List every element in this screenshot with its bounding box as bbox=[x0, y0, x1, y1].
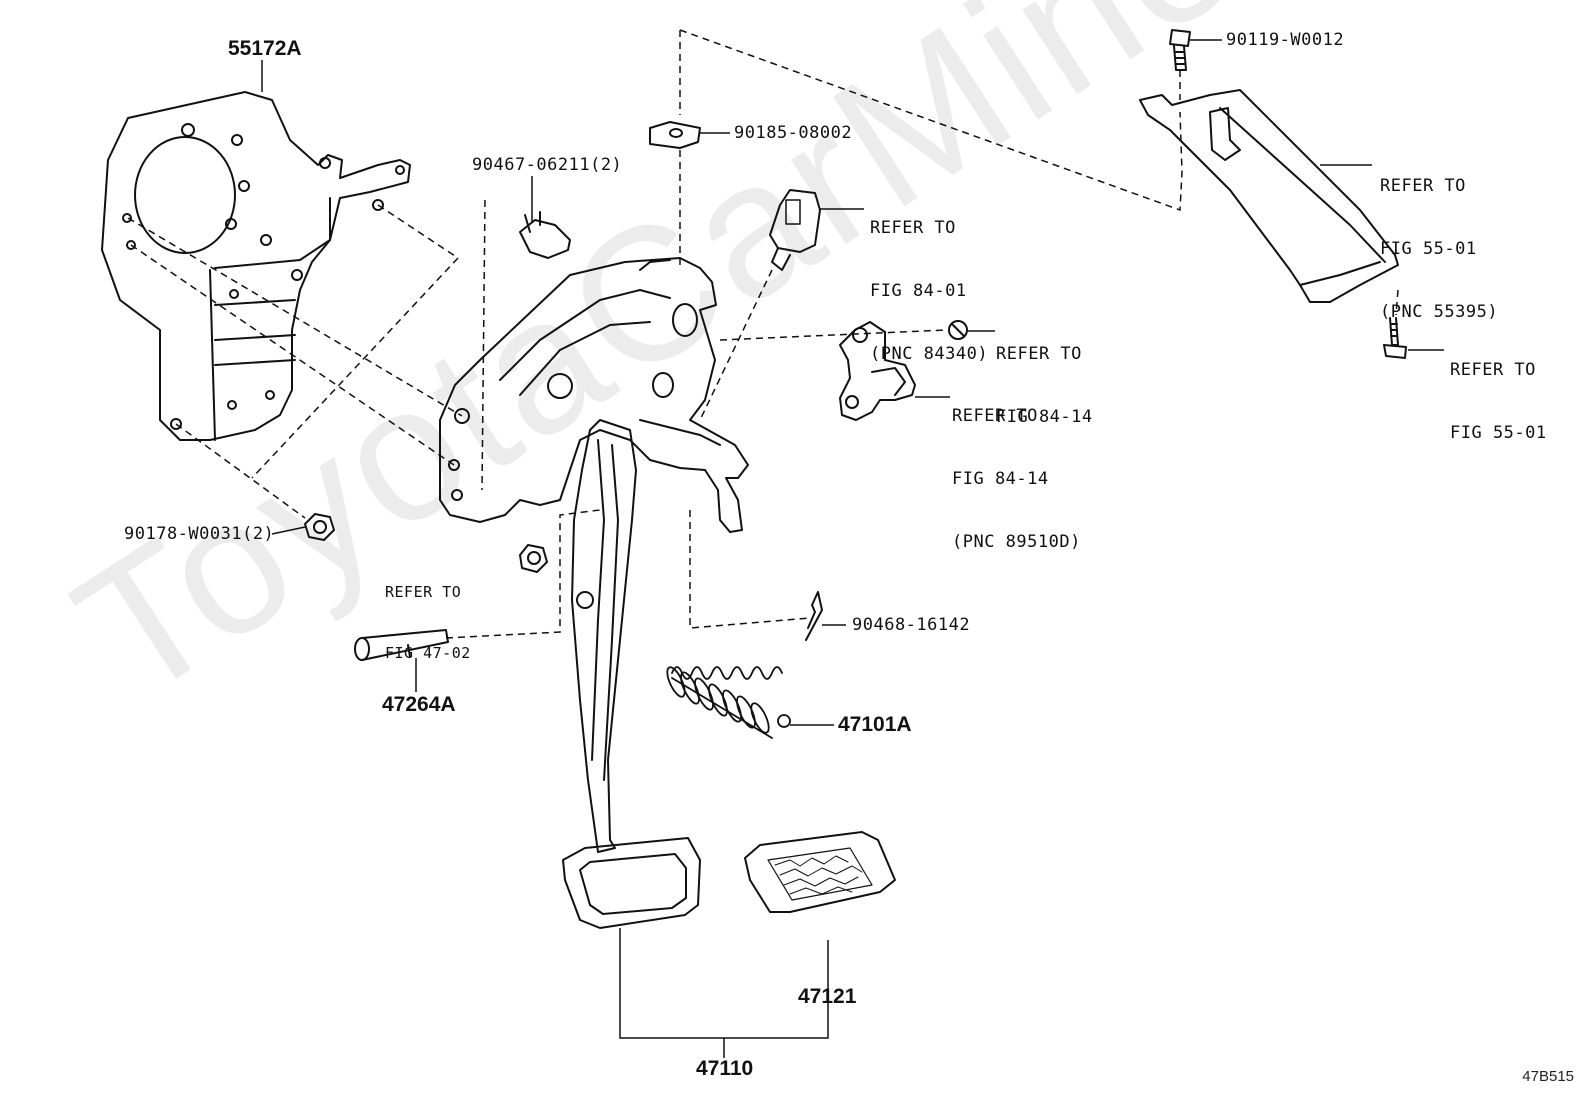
ref-nut-small: REFER TO FIG 84-14 bbox=[996, 302, 1093, 470]
stop-switch-part bbox=[769, 189, 821, 271]
ref-line: FIG 55-01 bbox=[1380, 239, 1477, 259]
nut-47-part bbox=[519, 544, 548, 573]
label-90185-08002: 90185-08002 bbox=[734, 123, 853, 143]
label-90467-06211: 90467-06211(2) bbox=[472, 155, 623, 175]
hex-nut-part bbox=[304, 513, 335, 541]
label-90468-16142: 90468-16142 bbox=[852, 615, 971, 635]
ref-line: REFER TO bbox=[952, 406, 1038, 426]
nut-plate-part bbox=[649, 121, 701, 149]
label-47121: 47121 bbox=[798, 985, 857, 1008]
ref-line: REFER TO bbox=[1380, 176, 1466, 196]
ref-duct-bolt: REFER TO FIG 55-01 bbox=[1450, 318, 1547, 486]
ref-line: FIG 84-14 bbox=[952, 469, 1049, 489]
pedal-sensor-part bbox=[839, 321, 916, 421]
label-47101a: 47101A bbox=[838, 713, 912, 736]
pin-part bbox=[354, 629, 449, 661]
label-47110: 47110 bbox=[696, 1057, 754, 1080]
figure-code: 47B515 bbox=[1522, 1068, 1574, 1085]
pedal-pad-part bbox=[744, 831, 896, 913]
ref-line: FIG 47-02 bbox=[385, 644, 471, 662]
ref-duct: REFER TO FIG 55-01 (PNC 55395) bbox=[1380, 134, 1498, 365]
ref-line: REFER TO bbox=[996, 344, 1082, 364]
sensor-nut-part bbox=[948, 320, 968, 340]
ref-line: REFER TO bbox=[870, 218, 956, 238]
guide-lines bbox=[127, 29, 1399, 639]
clip-part bbox=[519, 211, 571, 259]
label-90119-w0012: 90119-W0012 bbox=[1226, 30, 1345, 50]
top-bolt-part bbox=[1169, 29, 1191, 71]
ref-line: FIG 84-01 bbox=[870, 281, 967, 301]
ref-line: (PNC 89510D) bbox=[952, 532, 1081, 552]
pedal-support-part bbox=[439, 257, 749, 533]
label-47264a: 47264A bbox=[382, 693, 456, 716]
ref-line: (PNC 55395) bbox=[1380, 302, 1499, 322]
spring-part bbox=[666, 666, 791, 739]
ref-nut-47: REFER TO FIG 47-02 bbox=[385, 542, 471, 704]
bracket-part bbox=[101, 91, 411, 441]
label-90178-w0031: 90178-W0031(2) bbox=[124, 524, 275, 544]
pedal-arm-part bbox=[562, 419, 701, 929]
ref-line: REFER TO bbox=[385, 583, 462, 601]
leader-lines bbox=[261, 39, 1444, 1058]
ref-line: FIG 55-01 bbox=[1450, 423, 1547, 443]
duct-bolt-part bbox=[1383, 317, 1407, 359]
ref-line: REFER TO bbox=[1450, 360, 1536, 380]
ref-switch: REFER TO FIG 84-01 (PNC 84340) bbox=[870, 176, 988, 407]
duct-part bbox=[1139, 89, 1399, 303]
ref-line: (PNC 84340) bbox=[870, 344, 989, 364]
label-55172a: 55172A bbox=[228, 37, 302, 60]
ref-line: FIG 84-14 bbox=[996, 407, 1093, 427]
pin-clip-part bbox=[805, 591, 823, 641]
ref-sensor: REFER TO FIG 84-14 (PNC 89510D) bbox=[952, 364, 1081, 595]
